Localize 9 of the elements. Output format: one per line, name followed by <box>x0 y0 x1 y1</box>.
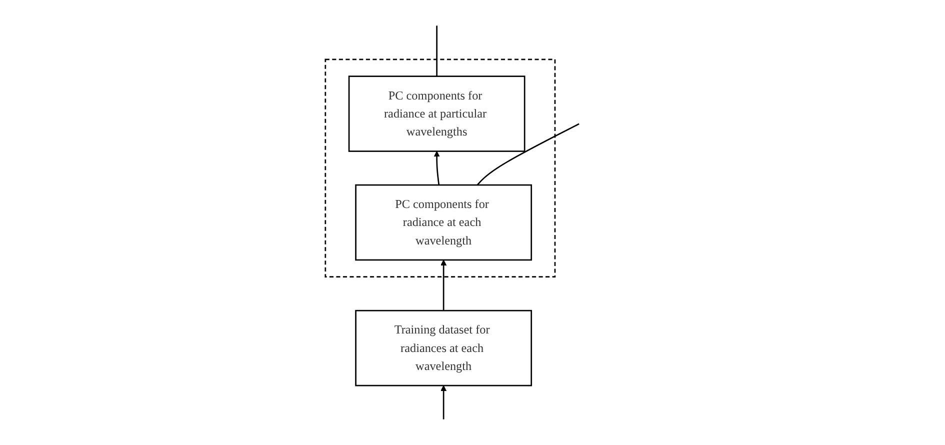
connector <box>477 123 580 186</box>
arrow <box>434 151 440 186</box>
cluster <box>324 58 556 278</box>
arrow <box>440 260 447 311</box>
node-box: PC components for radiance at particular wavelengths <box>348 76 526 152</box>
node-box: PC components for radiance at each wavelength <box>355 184 532 261</box>
node-box: Training dataset for radiances at each wavelength <box>355 310 532 386</box>
arrow <box>440 385 447 420</box>
connector <box>436 26 438 76</box>
